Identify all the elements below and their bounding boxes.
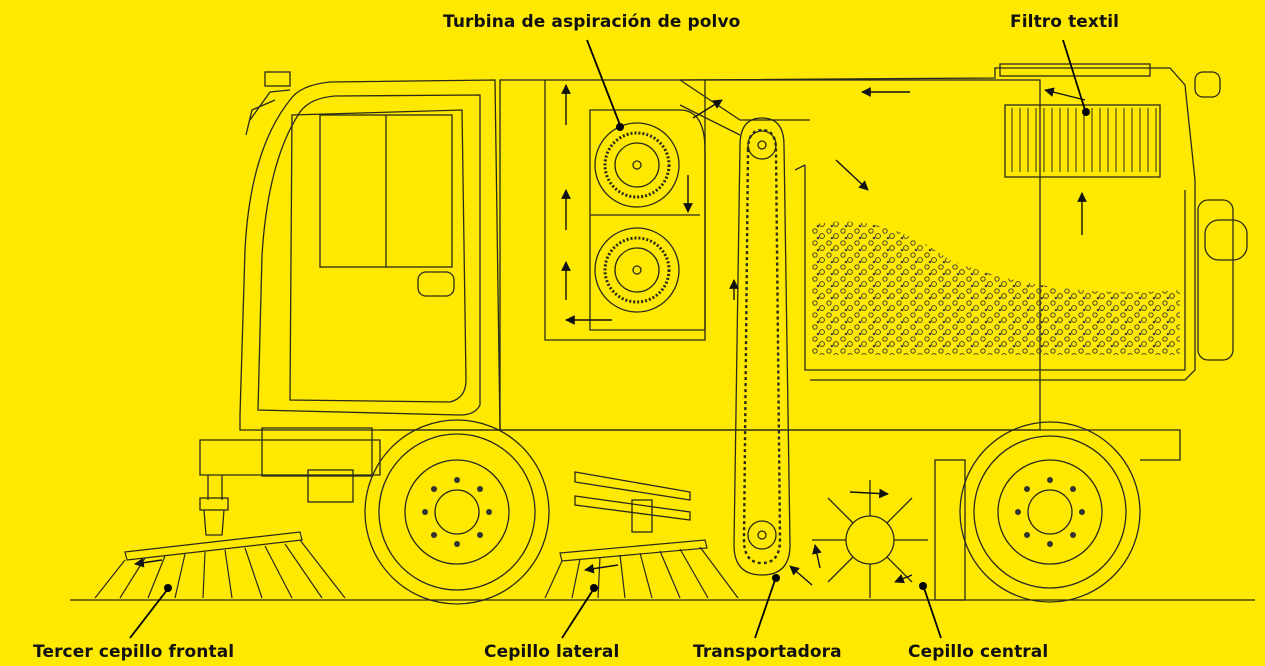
conveyor bbox=[733, 117, 791, 576]
callout-lines bbox=[129, 39, 1086, 639]
suction-turbines bbox=[594, 122, 680, 313]
label-turbina: Turbina de aspiración de polvo bbox=[443, 12, 741, 32]
label-transportadora: Transportadora bbox=[693, 642, 842, 662]
label-cepillo-lateral: Cepillo lateral bbox=[484, 642, 620, 662]
callout-dots bbox=[164, 108, 1090, 592]
side-brush bbox=[544, 539, 739, 599]
label-tercer-cepillo-frontal: Tercer cepillo frontal bbox=[33, 642, 235, 662]
vehicle-body bbox=[199, 63, 1248, 601]
wheels bbox=[364, 419, 1141, 605]
airflow-arrows bbox=[134, 84, 1087, 586]
label-filtro-textil: Filtro textil bbox=[1010, 12, 1120, 32]
central-brush bbox=[812, 480, 928, 598]
front-brush bbox=[94, 531, 346, 599]
label-cepillo-central: Cepillo central bbox=[908, 642, 1049, 662]
